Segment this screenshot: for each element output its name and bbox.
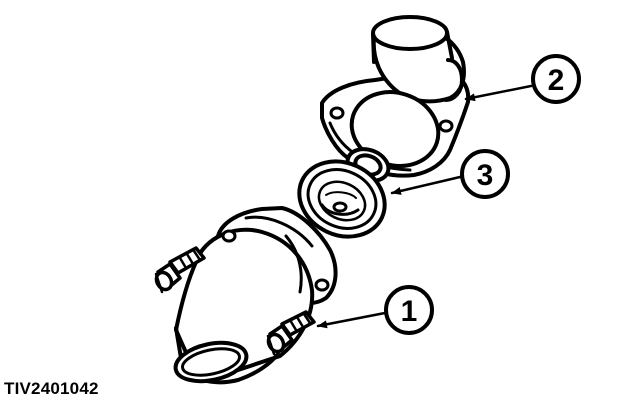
callout-2: 2 <box>531 54 581 104</box>
callout-number: 1 <box>401 295 418 328</box>
thermostat-part-3 <box>297 159 387 239</box>
cap-screw-lower <box>266 310 316 356</box>
callout-3: 3 <box>460 149 510 199</box>
callout-number: 3 <box>477 159 494 192</box>
callout-circle <box>384 285 434 335</box>
leader-lines <box>316 84 533 329</box>
leader-line-1 <box>316 311 387 329</box>
callout-circle <box>531 54 581 104</box>
thermostat-cover-lower-housing <box>173 206 338 385</box>
thermostat-housing-part-2 <box>320 15 471 178</box>
callout-1: 1 <box>384 285 434 335</box>
callout-number: 2 <box>548 64 565 97</box>
callout-circle <box>460 149 510 199</box>
leader-line-2 <box>464 84 533 102</box>
leader-line-3 <box>390 175 462 195</box>
cap-screw-upper <box>154 246 206 294</box>
figure-id-label: TIV2401042 <box>4 379 99 398</box>
